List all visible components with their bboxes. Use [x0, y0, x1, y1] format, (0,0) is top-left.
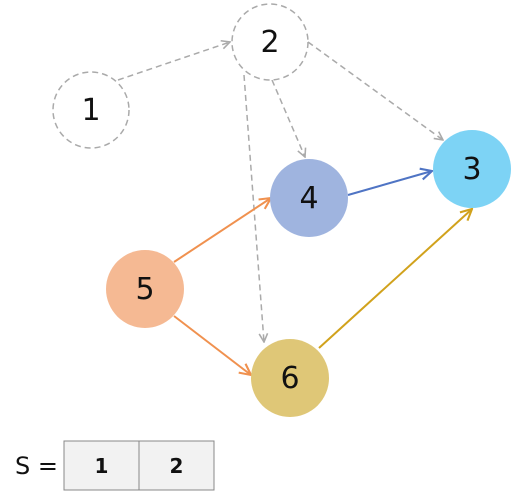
- edge-2-4: [271, 79, 305, 157]
- node-1-label: 1: [81, 93, 100, 128]
- node-5-label: 5: [135, 272, 154, 307]
- edge-5-4: [173, 198, 271, 263]
- stack-label: S =: [15, 452, 58, 480]
- stack-cell-0-text: 1: [95, 454, 109, 478]
- stack-s: S = 1 2: [15, 440, 215, 491]
- node-1: 1: [52, 71, 130, 149]
- node-3: 3: [433, 130, 511, 208]
- edge-6-3: [318, 209, 472, 349]
- node-3-label: 3: [462, 152, 481, 187]
- edge-5-6: [173, 315, 251, 375]
- node-2-label: 2: [260, 25, 279, 60]
- stack-cell-1: [138, 440, 215, 491]
- stack-cell-0: [63, 440, 140, 491]
- stack-cell-1-text: 2: [170, 454, 184, 478]
- node-6-label: 6: [280, 361, 299, 396]
- node-2: 2: [231, 3, 309, 81]
- node-6: 6: [251, 339, 329, 417]
- edge-2-3: [307, 41, 443, 140]
- edge-4-3: [347, 171, 432, 196]
- edge-1-2: [117, 42, 230, 81]
- node-4-label: 4: [299, 181, 318, 216]
- node-5: 5: [106, 250, 184, 328]
- node-4: 4: [270, 159, 348, 237]
